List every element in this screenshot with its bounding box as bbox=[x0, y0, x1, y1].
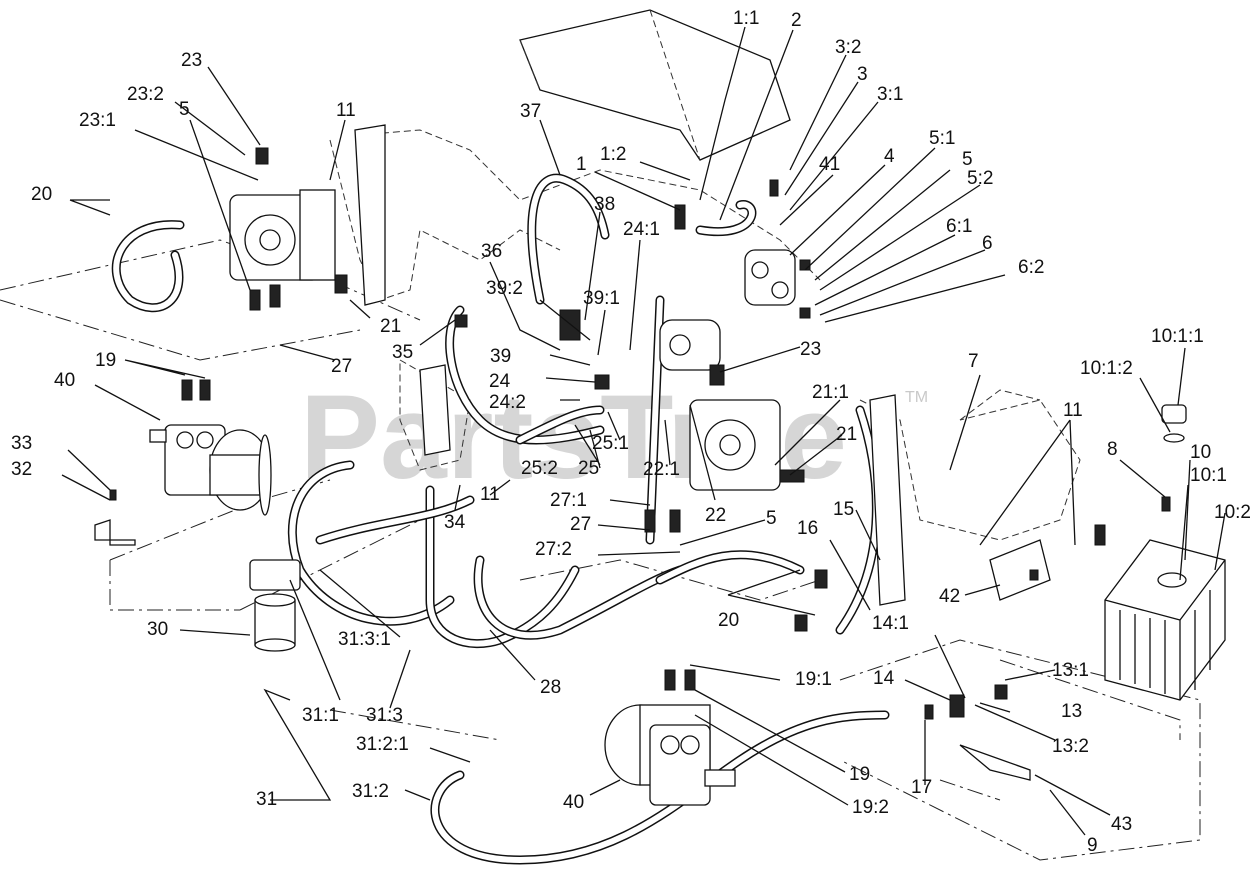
callout-23-top: 23 bbox=[181, 50, 202, 71]
callout-27-b: 27 bbox=[570, 514, 591, 535]
callout-5-1: 5:1 bbox=[929, 128, 955, 149]
callout-4: 4 bbox=[884, 146, 895, 167]
callout-11-a: 11 bbox=[336, 100, 356, 121]
callout-1-1: 1:1 bbox=[733, 8, 759, 29]
callout-23-mid: 23 bbox=[800, 339, 821, 360]
filter-assembly bbox=[249, 559, 301, 652]
callout-22-1: 22:1 bbox=[643, 459, 680, 480]
callout-39: 39 bbox=[490, 346, 511, 367]
callout-41: 41 bbox=[819, 154, 840, 175]
callout-14: 14 bbox=[873, 668, 895, 689]
callout-40-b: 40 bbox=[563, 792, 584, 813]
callout-1-2: 1:2 bbox=[600, 144, 626, 165]
callout-31-2: 31:2 bbox=[352, 781, 389, 802]
callout-42: 42 bbox=[939, 586, 960, 607]
callout-6-2: 6:2 bbox=[1018, 257, 1044, 278]
hydrostatic-pump-left bbox=[229, 189, 336, 281]
wheel-motor-bottom bbox=[604, 704, 736, 806]
callout-31: 31 bbox=[256, 789, 277, 810]
callout-27-2: 27:2 bbox=[535, 539, 572, 560]
callout-37: 37 bbox=[520, 101, 541, 122]
callout-8: 8 bbox=[1107, 439, 1118, 460]
callout-39-1: 39:1 bbox=[583, 288, 620, 309]
leader-lines bbox=[61, 26, 1226, 836]
callout-21-a: 21 bbox=[380, 316, 401, 337]
wheel-motor-left bbox=[149, 424, 272, 516]
callout-9: 9 bbox=[1087, 835, 1098, 856]
callout-11-b: 11 bbox=[1063, 400, 1083, 421]
callout-31-1: 31:1 bbox=[302, 705, 339, 726]
callout-43: 43 bbox=[1111, 814, 1132, 835]
callout-10-1-2: 10:1:2 bbox=[1080, 358, 1133, 379]
callout-10: 10 bbox=[1190, 442, 1211, 463]
callout-32: 32 bbox=[11, 459, 32, 480]
callout-2: 2 bbox=[791, 10, 802, 31]
callout-38: 38 bbox=[594, 194, 615, 215]
callout-19-a: 19 bbox=[95, 350, 116, 371]
callout-17: 17 bbox=[911, 777, 932, 798]
callout-24-1: 24:1 bbox=[623, 219, 660, 240]
callout-31-2-1: 31:2:1 bbox=[356, 734, 409, 755]
callout-27-a: 27 bbox=[331, 356, 352, 377]
callout-40-a: 40 bbox=[54, 370, 75, 391]
callout-16: 16 bbox=[797, 518, 818, 539]
callout-13: 13 bbox=[1061, 701, 1082, 722]
callout-3-1: 3:1 bbox=[877, 84, 903, 105]
callout-25: 25 bbox=[578, 458, 599, 479]
callout-39-2: 39:2 bbox=[486, 278, 523, 299]
callout-10-2: 10:2 bbox=[1214, 502, 1251, 523]
callout-13-1: 13:1 bbox=[1052, 660, 1089, 681]
oil-reservoir bbox=[1104, 404, 1226, 701]
callout-7: 7 bbox=[968, 351, 979, 372]
components bbox=[94, 124, 1226, 806]
callout-31-3: 31:3 bbox=[366, 705, 403, 726]
callout-5-b: 5 bbox=[179, 99, 190, 120]
callout-6-1: 6:1 bbox=[946, 216, 972, 237]
callout-10-1-1: 10:1:1 bbox=[1151, 326, 1204, 347]
callout-20-a: 20 bbox=[31, 184, 52, 205]
callout-24-2: 24:2 bbox=[489, 392, 526, 413]
callout-30: 30 bbox=[147, 619, 168, 640]
watermark-tm: TM bbox=[905, 389, 928, 406]
fittings bbox=[109, 147, 1171, 720]
callout-21-b: 21 bbox=[836, 424, 857, 445]
callout-20-b: 20 bbox=[718, 610, 739, 631]
callout-5-a: 5 bbox=[962, 149, 973, 170]
callout-5-c: 5 bbox=[766, 508, 777, 529]
callout-33: 33 bbox=[11, 433, 32, 454]
callout-5-2: 5:2 bbox=[967, 168, 993, 189]
callout-19-b: 19 bbox=[849, 764, 870, 785]
callout-27-1: 27:1 bbox=[550, 490, 587, 511]
callout-31-3-1: 31:3:1 bbox=[338, 629, 391, 650]
callout-34: 34 bbox=[444, 512, 466, 533]
callout-10-1: 10:1 bbox=[1190, 465, 1227, 486]
hoses bbox=[111, 173, 890, 865]
callout-19-2: 19:2 bbox=[852, 797, 889, 818]
callout-25-1: 25:1 bbox=[592, 433, 629, 454]
callout-14-1: 14:1 bbox=[872, 613, 909, 634]
callout-28: 28 bbox=[540, 677, 561, 698]
gear-pump bbox=[744, 249, 796, 306]
callout-35: 35 bbox=[392, 342, 413, 363]
callout-23-2: 23:2 bbox=[127, 84, 164, 105]
brackets bbox=[94, 124, 1051, 781]
callout-11-c: 11 bbox=[480, 484, 500, 505]
callout-25-2: 25:2 bbox=[521, 458, 558, 479]
callout-15: 15 bbox=[833, 499, 854, 520]
callout-23-1: 23:1 bbox=[79, 110, 116, 131]
callout-1: 1 bbox=[576, 154, 587, 175]
callout-6: 6 bbox=[982, 233, 993, 254]
callout-19-1: 19:1 bbox=[795, 669, 832, 690]
callout-3-2: 3:2 bbox=[835, 37, 861, 58]
callout-22: 22 bbox=[705, 505, 726, 526]
callout-3: 3 bbox=[857, 64, 868, 85]
hydrostatic-pump-center bbox=[659, 319, 781, 491]
callout-labels: 23 23:2 23:1 11 37 1:1 2 3:2 3 3:1 1:2 1… bbox=[11, 8, 1251, 856]
callout-24: 24 bbox=[489, 371, 511, 392]
callout-36: 36 bbox=[481, 241, 502, 262]
callout-21-1: 21:1 bbox=[812, 382, 849, 403]
callout-13-2: 13:2 bbox=[1052, 736, 1089, 757]
